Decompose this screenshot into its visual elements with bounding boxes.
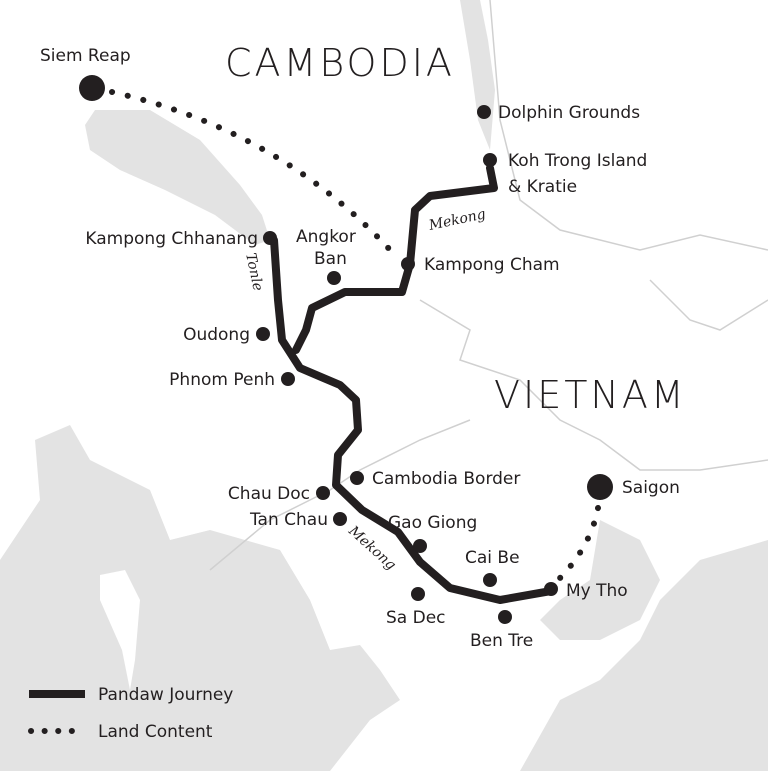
island [100,570,140,690]
legend-journey-swatch [29,690,85,698]
gao-giong-dot[interactable] [413,539,427,553]
ben-tre-dot[interactable] [498,610,512,624]
kampong-cham-dot[interactable] [401,257,415,271]
river-label-tonle: Tonle [242,252,266,293]
my-tho-dot[interactable] [544,582,558,596]
saigon-estuary [540,520,660,640]
label-chau-doc: Chau Doc [228,484,310,504]
river-label-mekong-north: Mekong [427,206,488,234]
cai-be-dot[interactable] [483,573,497,587]
label-my-tho: My Tho [566,581,628,601]
tonle-sap-lake [85,110,270,245]
river-journey [270,164,555,604]
gulf-of-thailand [0,425,400,771]
label-cai-be: Cai Be [465,548,520,568]
label-gao-giong: Gao Giong [388,513,477,533]
label-sa-dec: Sa Dec [386,608,446,628]
place-dots [79,75,613,624]
saigon-dot[interactable] [587,474,613,500]
koh-trong-dot[interactable] [483,153,497,167]
label-phnom-penh: Phnom Penh [169,370,275,390]
label-saigon: Saigon [622,478,680,498]
label-siem-reap: Siem Reap [40,46,131,66]
cambodia-border-dot[interactable] [350,471,364,485]
label-angkor: Angkor [296,227,356,247]
label-kampong-chhanang: Kampong Chhanang [85,229,258,249]
label-dolphin-grounds: Dolphin Grounds [498,103,640,123]
label-koh-trong: Koh Trong Island [508,151,647,171]
phnom-penh-dot[interactable] [281,372,295,386]
legend-land-label: Land Content [98,722,213,742]
label-ban: Ban [314,249,347,269]
angkor-ban-dot[interactable] [327,271,341,285]
kampong-chhanang-dot[interactable] [263,231,277,245]
mekong-upper-channel [460,0,495,150]
label-kratie: & Kratie [508,177,577,197]
country-label-vietnam: VIETNAM [494,373,687,417]
sa-dec-dot[interactable] [411,587,425,601]
dolphin-grounds-dot[interactable] [477,105,491,119]
legend: Pandaw Journey Land Content [28,685,233,742]
label-oudong: Oudong [183,325,250,345]
country-label-cambodia: CAMBODIA [225,41,455,85]
siem-reap-dot[interactable] [79,75,105,101]
label-cambodia-border: Cambodia Border [372,469,520,489]
vietnam-coast [520,540,768,771]
legend-journey-label: Pandaw Journey [98,685,233,705]
oudong-dot[interactable] [256,327,270,341]
label-kampong-cham: Kampong Cham [424,255,560,275]
land-route-saigon [550,505,601,588]
chau-doc-dot[interactable] [316,486,330,500]
borders [209,0,768,571]
label-tan-chau: Tan Chau [249,510,328,530]
tan-chau-dot[interactable] [333,512,347,526]
label-ben-tre: Ben Tre [470,631,533,651]
